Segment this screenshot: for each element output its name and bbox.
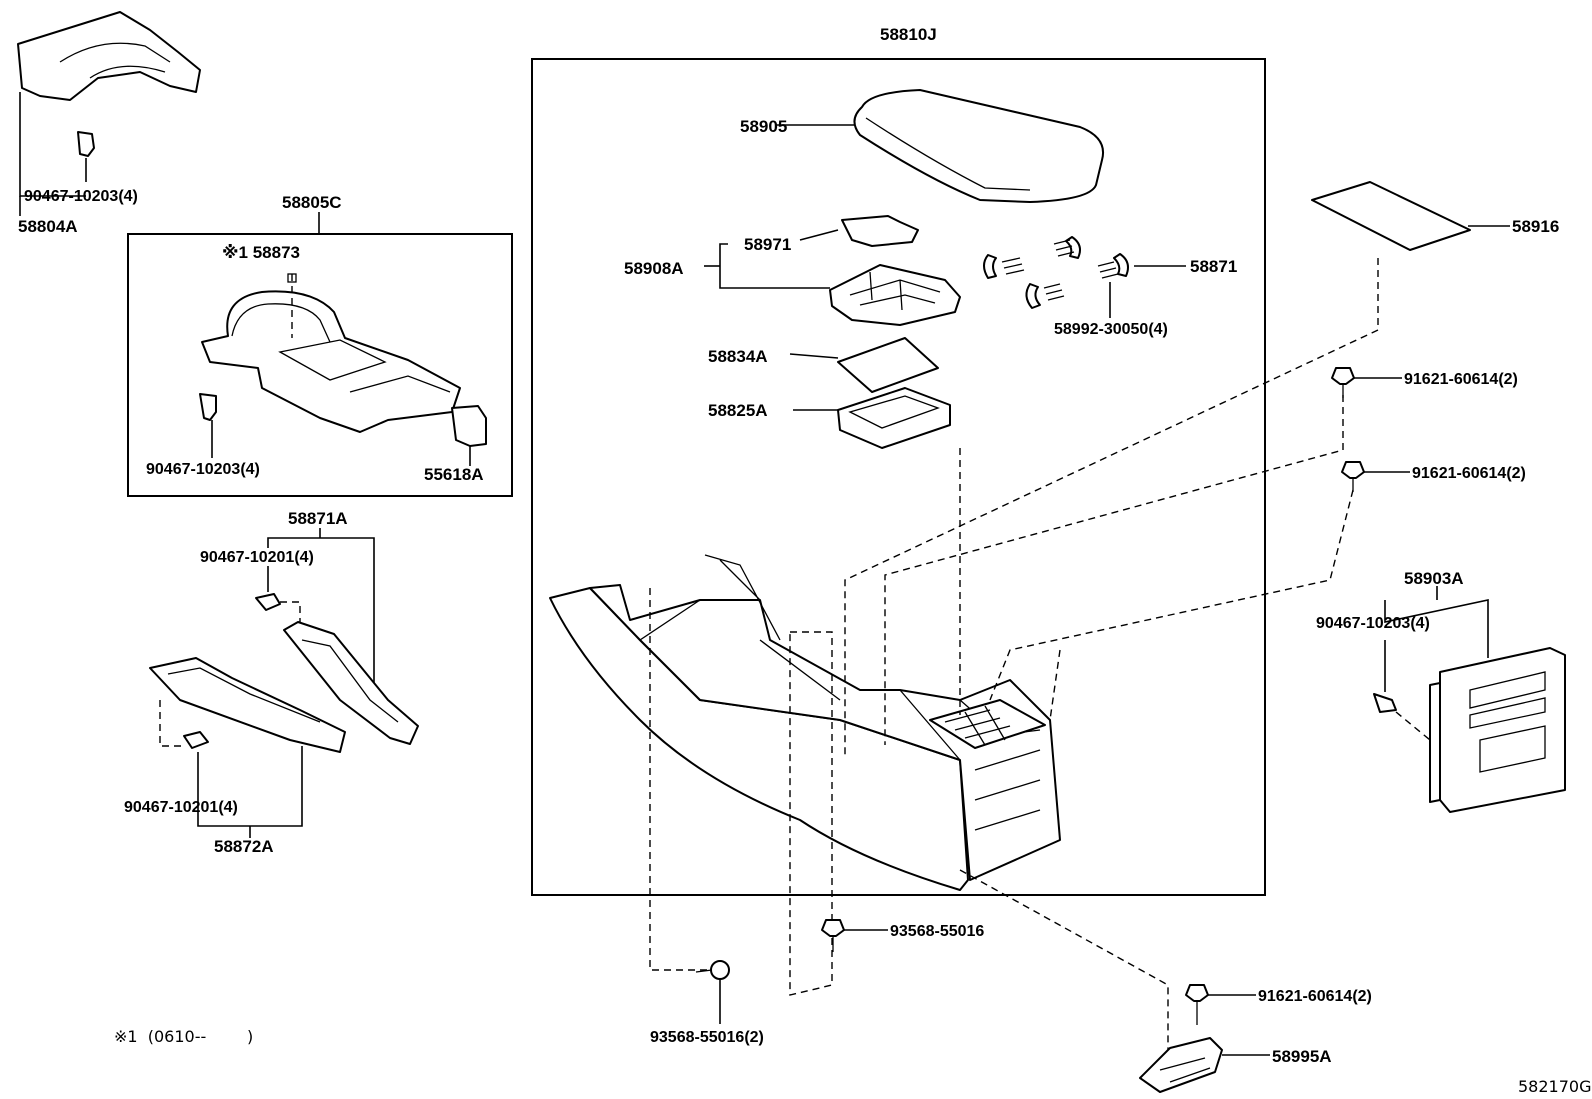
armrest-lid-58905-shape	[853, 89, 1104, 203]
label-58805C: 58805C	[282, 193, 342, 212]
label-91621-60614-c: 91621-60614(2)	[1258, 988, 1372, 1005]
trim-58871A-shape	[283, 621, 419, 745]
clip-90467-shape-tl	[77, 131, 95, 157]
label-58804A: 58804A	[18, 217, 78, 236]
label-91621-60614-a: 91621-60614(2)	[1404, 371, 1518, 388]
label-90467-10201-b: 90467-10201(4)	[124, 799, 238, 816]
hinge-springs-58871-shape	[983, 236, 1129, 309]
mat-58916-shape	[1311, 181, 1471, 251]
label-58871: 58871	[1190, 257, 1237, 276]
footnote: ※1 (0610-- )	[114, 1027, 253, 1046]
clip-90467-10201-shape-b	[183, 731, 209, 749]
shift-bezel-58805C-shape	[201, 290, 461, 433]
label-93568-55016-2: 93568-55016(2)	[650, 1029, 764, 1046]
label-58872A: 58872A	[214, 837, 274, 856]
cover-55618A-shape	[451, 405, 487, 447]
trim-58872A-shape	[149, 657, 346, 753]
label-58995A: 58995A	[1272, 1047, 1332, 1066]
screw-93568-shape-a	[821, 919, 845, 952]
bolt-91621-shape-b	[1341, 461, 1365, 492]
label-90467-10203-topleft: 90467-10203(4)	[24, 188, 138, 205]
label-58871A: 58871A	[288, 509, 348, 528]
bracket-58995A-shape	[1139, 1037, 1223, 1093]
label-58971: 58971	[744, 235, 791, 254]
label-58908A: 58908A	[624, 259, 684, 278]
latch-58971-shape	[841, 215, 919, 247]
label-90467-10203-right: 90467-10203(4)	[1316, 615, 1430, 632]
tray-lid-58834A-shape	[837, 337, 939, 393]
label-93568-55016: 93568-55016	[890, 923, 984, 940]
label-55618A: 55618A	[424, 465, 484, 484]
label-91621-60614-b: 91621-60614(2)	[1412, 465, 1526, 482]
screw-93568-shape-b	[695, 960, 730, 980]
clip-90467-10201-shape-a	[255, 593, 281, 611]
label-58810J: 58810J	[880, 25, 937, 44]
bolt-91621-shape-c	[1185, 984, 1209, 1025]
tray-58825A-shape	[837, 387, 951, 449]
diagram-code: 582170G	[1518, 1077, 1591, 1096]
label-90467-10203-box: 90467-10203(4)	[146, 461, 260, 478]
label-58916: 58916	[1512, 217, 1559, 236]
label-90467-10201-a: 90467-10201(4)	[200, 549, 314, 566]
assembly-box-58810J	[531, 58, 1266, 896]
bolt-91621-shape-a	[1331, 367, 1355, 398]
rear-panel-58903A-shape	[1429, 647, 1566, 813]
label-58834A: 58834A	[708, 347, 768, 366]
console-body-shape	[549, 554, 1061, 891]
label-58992-30050: 58992-30050(4)	[1054, 321, 1168, 338]
label-58873: ※1 58873	[222, 243, 300, 262]
hinge-58908A-shape	[829, 264, 961, 326]
bezel-58804A-shape	[17, 11, 201, 101]
assembly-box-58805C	[127, 233, 513, 497]
clip-90467-shape-box	[199, 393, 217, 421]
clip-90467-shape-r	[1373, 693, 1397, 713]
label-58905: 58905	[740, 117, 787, 136]
label-58903A: 58903A	[1404, 569, 1464, 588]
label-58825A: 58825A	[708, 401, 768, 420]
